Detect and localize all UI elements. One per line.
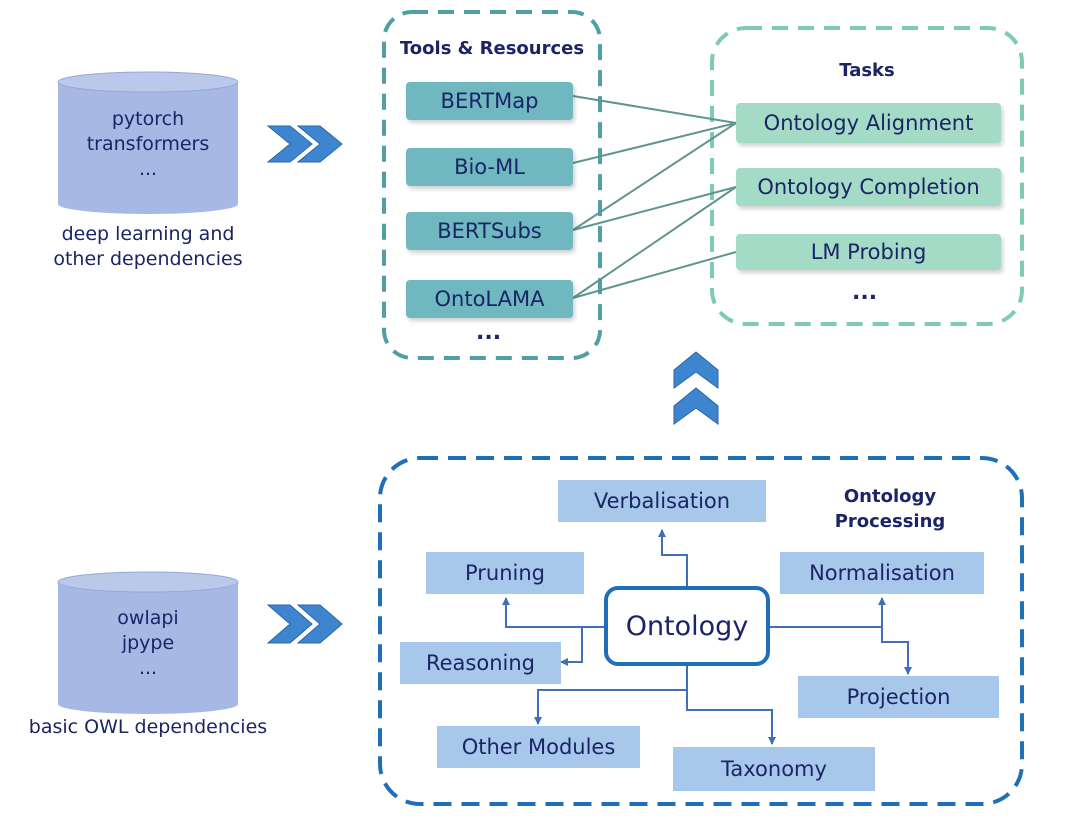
dependency-item: transformers [86,133,210,155]
tasks-heading: Tasks [839,60,895,81]
tool-bio-ml: Bio-ML [406,148,573,186]
module-projection: Projection [798,676,999,718]
tools-more: ... [476,320,502,345]
caption-line: deep learning and [61,223,235,245]
module-normalisation: Normalisation [780,552,984,594]
task-ontology-completion: Ontology Completion [736,168,1001,206]
module-other-modules: Other Modules [437,726,640,768]
processing-heading: Ontology Processing [820,484,960,534]
task-lm-probing: LM Probing [736,234,1001,270]
tasks-more: ... [852,280,878,305]
bottom-dependencies-caption: basic OWL dependencies [28,716,268,738]
top-dependencies-caption: deep learning and other dependencies [28,222,268,272]
top-dependencies-label: pytorch transformers ... [58,107,238,182]
dependency-item: ... [138,158,158,180]
dependency-item: jpype [121,632,175,654]
tool-task-connectors [572,95,737,299]
task-ontology-alignment: Ontology Alignment [736,103,1001,143]
dependency-item: owlapi [117,607,179,629]
dependency-item: ... [138,657,158,679]
tool-bertsubs: BERTSubs [406,212,573,250]
tool-ontolama: OntoLAMA [406,280,573,318]
top-double-chevron-icon [266,125,343,163]
top-dependencies-cylinder [57,71,239,214]
caption-line: other dependencies [53,248,243,270]
ontology-node: Ontology [604,586,770,666]
processing-container [378,456,1024,806]
module-taxonomy: Taxonomy [673,747,875,791]
tools-heading: Tools & Resources [399,38,585,59]
ontology-arrows [502,529,912,745]
bottom-dependencies-label: owlapi jpype ... [58,606,238,681]
tool-bertmap: BERTMap [406,82,573,120]
bottom-double-chevron-icon [266,604,343,644]
up-double-chevron-icon [673,351,719,425]
bottom-dependencies-cylinder [57,571,239,714]
tools-container [382,10,602,360]
module-reasoning: Reasoning [400,642,561,684]
module-pruning: Pruning [426,552,584,594]
heading-line: Ontology [843,486,937,507]
dependency-item: pytorch [111,108,185,130]
heading-line: Processing [834,511,946,532]
module-verbalisation: Verbalisation [558,480,766,522]
